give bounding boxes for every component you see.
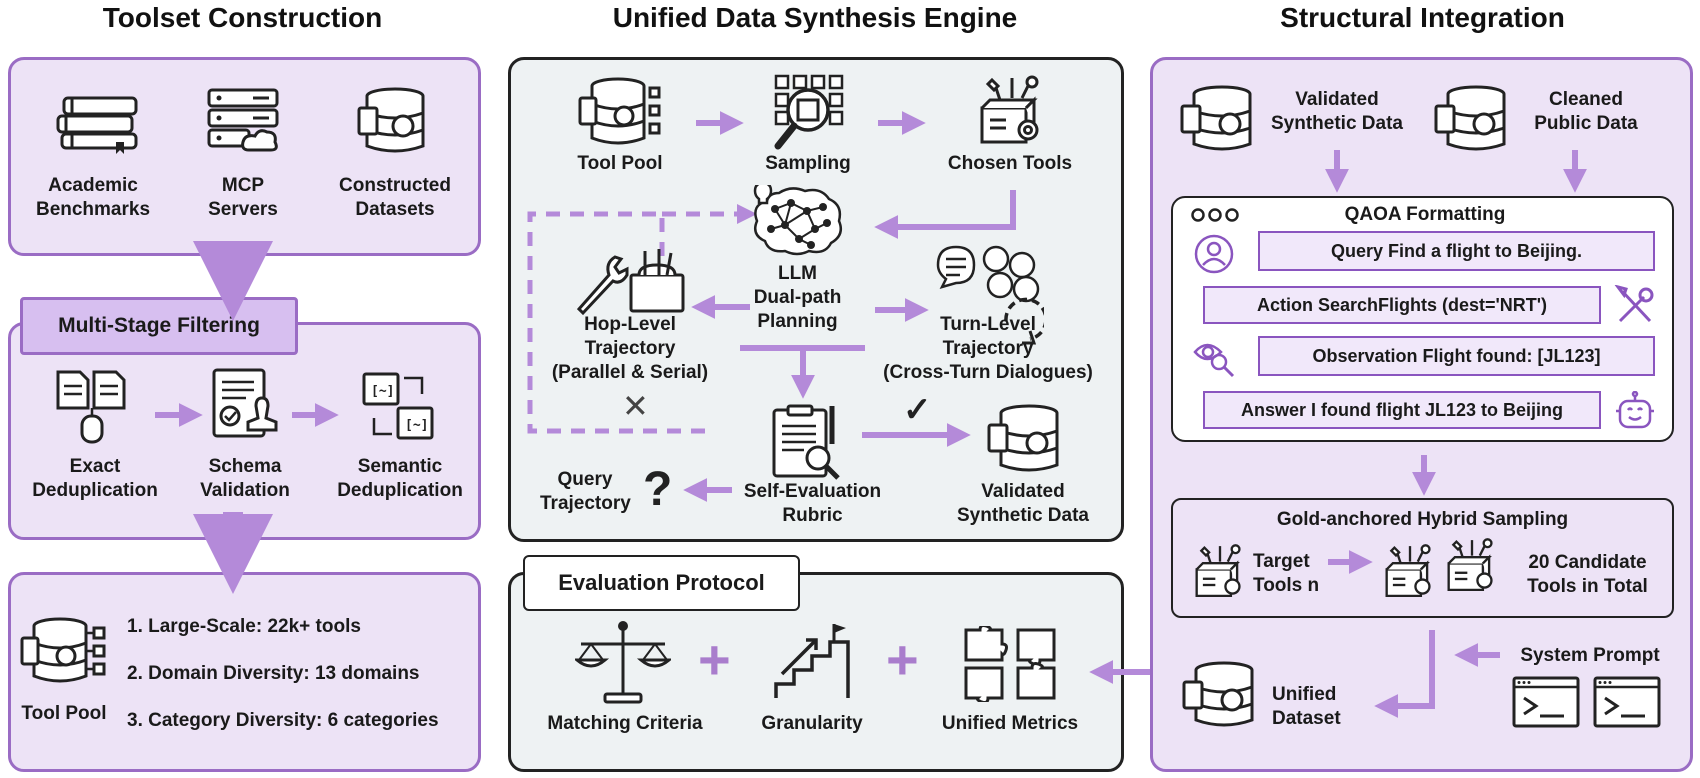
tool-pool-icon <box>20 617 106 683</box>
validated-data-icon <box>987 404 1059 472</box>
plus-sign-1: + <box>698 628 731 691</box>
stat-large-scale: 1. Large-Scale: 22k+ tools <box>127 616 361 637</box>
eye-magnifier-icon <box>1193 343 1235 378</box>
hybrid-sampling-panel <box>1171 498 1674 618</box>
candidate-tools-icon-2 <box>1447 538 1493 592</box>
engine-heading: Unified Data Synthesis Engine <box>612 2 1018 33</box>
granularity-label: Granularity <box>761 713 863 734</box>
qaoa-answer-box: Answer I found flight JL123 to Beijing <box>1203 391 1601 429</box>
sampling-magnifier-icon <box>774 74 844 150</box>
candidate-tools-icon-1 <box>1385 544 1431 598</box>
server-cloud-icon <box>207 88 279 152</box>
scales-icon <box>575 621 671 704</box>
brain-network-icon <box>753 185 842 256</box>
user-avatar-icon <box>1194 234 1234 274</box>
validated-db-icon <box>1180 85 1252 151</box>
accept-check-mark: ✓ <box>903 391 932 429</box>
books-icon <box>56 96 138 154</box>
toolset-heading: Toolset Construction <box>102 2 383 33</box>
toolbox-gear-icon <box>980 75 1039 144</box>
unified-dataset-icon <box>1182 661 1254 727</box>
puzzle-icon <box>964 626 1056 702</box>
terminal-icon-1 <box>1512 676 1580 728</box>
documents-compare-icon <box>56 370 126 444</box>
engine-tool-pool-label: Tool Pool <box>577 153 663 174</box>
sampling-label: Sampling <box>765 153 851 174</box>
evaluation-title: Evaluation Protocol <box>523 555 800 611</box>
terminal-icon-2 <box>1593 676 1661 728</box>
matching-criteria-label: Matching Criteria <box>547 713 703 734</box>
arrow-chosen-llm <box>874 190 1016 239</box>
database-icon <box>357 87 425 153</box>
chat-cycle-icon <box>936 245 1044 345</box>
folders-exchange-icon: [~] [~] <box>362 372 434 440</box>
chosen-tools-label: Chosen Tools <box>947 153 1073 174</box>
svg-text:[~]: [~] <box>405 418 428 433</box>
document-stamp-icon <box>212 368 278 438</box>
tool-pool-icon-engine <box>578 77 661 145</box>
toolkit-wrench-icon <box>576 249 685 316</box>
qaoa-observation-box: Observation Flight found: [JL123] <box>1258 336 1655 376</box>
hybrid-sampling-title: Gold-anchored Hybrid Sampling <box>1276 509 1569 530</box>
dashed-loop-left <box>527 211 706 434</box>
plus-sign-2: + <box>886 628 919 691</box>
qaoa-title: QAOA Formatting <box>1344 204 1506 225</box>
target-tools-icon <box>1195 544 1241 598</box>
stairs-flag-icon <box>774 624 850 698</box>
cleaned-db-icon <box>1434 85 1506 151</box>
window-dots-icon <box>1191 208 1239 222</box>
integration-heading: Structural Integration <box>1280 2 1565 33</box>
qaoa-action-box: Action SearchFlights (dest='NRT') <box>1203 286 1601 324</box>
robot-face-icon <box>1616 391 1654 429</box>
arrow-sampling-dataset <box>1374 630 1435 718</box>
reject-cross-mark: ✕ <box>622 388 649 424</box>
unified-metrics-label: Unified Metrics <box>941 713 1079 734</box>
svg-text:[~]: [~] <box>371 384 394 399</box>
qaoa-query-box: Query Find a flight to Beijing. <box>1258 231 1655 271</box>
system-prompt-label: System Prompt <box>1520 645 1660 666</box>
wrench-screwdriver-icon <box>1614 285 1654 323</box>
stat-category-diversity: 3. Category Diversity: 6 categories <box>127 710 439 731</box>
stat-domain-diversity: 2. Domain Diversity: 13 domains <box>127 663 420 684</box>
tool-pool-label: Tool Pool <box>21 703 107 724</box>
question-mark-icon: ? <box>643 463 673 516</box>
clipboard-rubric-icon <box>772 404 840 480</box>
